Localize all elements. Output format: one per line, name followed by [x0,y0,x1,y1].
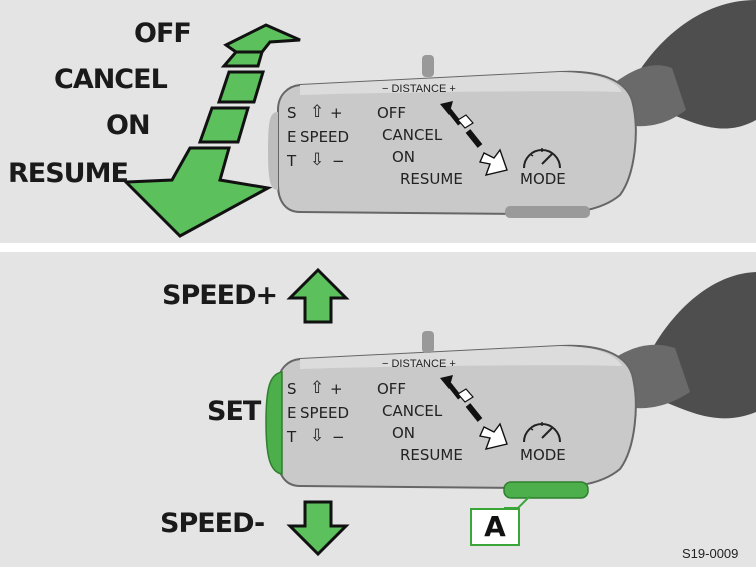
state-off: OFF [134,18,192,49]
lever-distance-label: − DISTANCE + [382,83,456,95]
lever-top-highlight [300,346,622,369]
lever-off: OFF [377,380,407,398]
down-arrow-icon: ⇩ [310,426,325,446]
lever-direction-arrow [440,375,508,450]
lever-resume: RESUME [400,446,463,464]
lever-set-e: E [287,128,297,146]
lever-on: ON [392,424,416,442]
callout-a: A [470,508,520,546]
lever-minus: − [332,428,345,446]
top-panel: OFF CANCEL ON RESUME − DISTANCE + S E T … [0,0,756,243]
state-on: ON [106,110,151,141]
lever-resume: RESUME [400,170,463,188]
speed-down-arrow-icon [286,500,350,557]
top-illustration [122,0,756,238]
lever-speed: SPEED [300,128,350,146]
up-arrow-icon: ⇧ [310,378,325,398]
speedometer-icon [523,422,561,443]
label-speed-plus: SPEED+ [162,280,278,311]
lever-set-e: E [287,404,297,422]
lever-top-highlight [300,72,622,95]
lever-cancel: CANCEL [382,402,443,420]
down-arrow-icon: ⇩ [310,150,325,170]
lever-set-t: T [287,152,297,170]
set-button-green [265,371,283,475]
lever-mode: MODE [520,170,566,188]
lever-minus: − [332,152,345,170]
mode-button-green [503,481,589,499]
lever-body [277,70,637,216]
lever-set-s: S [287,104,297,122]
lever-off: OFF [377,104,407,122]
mode-button-underside [505,206,590,218]
lever-direction-arrow [440,101,508,176]
lever-speed: SPEED [300,404,350,422]
bottom-illustration [265,267,756,557]
set-button-end [268,112,278,190]
lever-on: ON [392,148,416,166]
lever-set-t: T [287,428,297,446]
lever-mode: MODE [520,446,566,464]
speed-up-arrow-icon [286,267,350,324]
state-cancel: CANCEL [54,64,168,95]
lever-set-s: S [287,380,297,398]
label-speed-minus: SPEED- [160,508,265,539]
state-arrow [122,23,301,238]
lever-distance-label: − DISTANCE + [382,358,456,370]
label-set: SET [207,396,261,427]
lever-knob [422,55,434,77]
speedometer-icon [523,148,561,169]
lever-plus: + [330,104,343,122]
lever-cancel: CANCEL [382,126,443,144]
figure-reference: S19-0009 [682,546,739,561]
lever-knob [422,331,434,353]
bottom-panel: SPEED+ SET SPEED- − DISTANCE + S E T ⇧ +… [0,252,756,567]
up-arrow-icon: ⇧ [310,102,325,122]
lever-plus: + [330,380,343,398]
state-resume: RESUME [8,158,129,189]
